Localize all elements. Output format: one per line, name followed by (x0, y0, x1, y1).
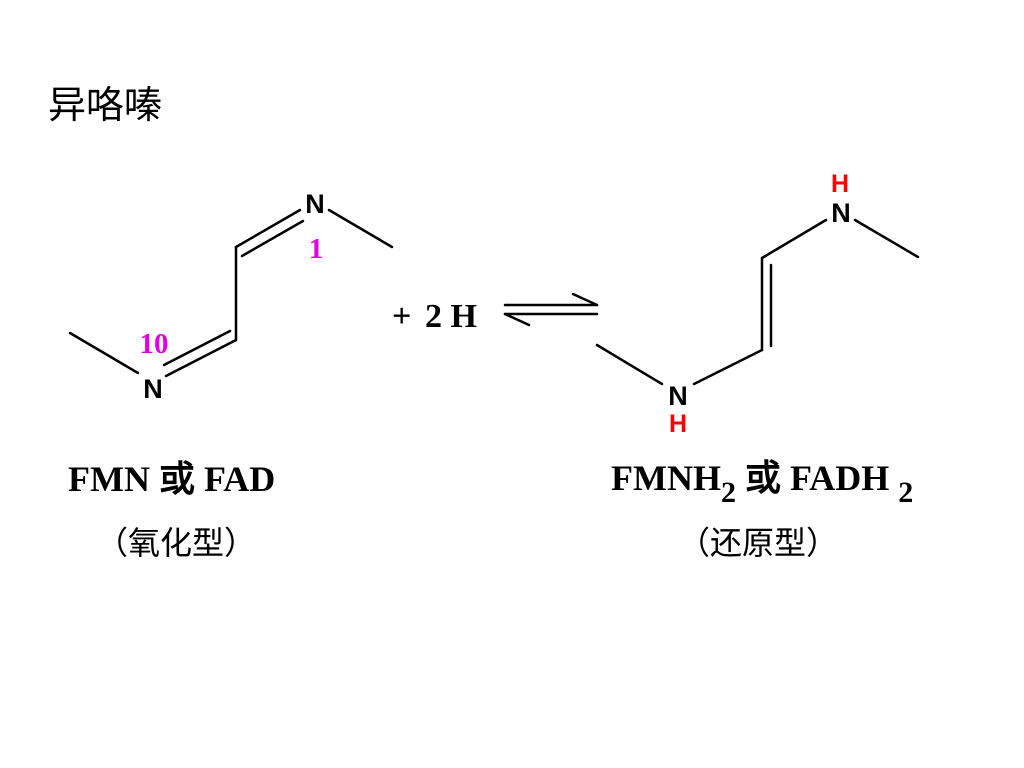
hydrogen-bottom: H (669, 410, 687, 438)
bond-n10-c-double-inner (162, 329, 232, 367)
forward-arrow-head (571, 292, 599, 307)
reagent-2h: 2 H (425, 298, 477, 335)
oxidized-form-label: （氧化型） (96, 524, 256, 562)
bond-n10-c-double-outer (164, 338, 238, 378)
bond-n1-methyl (327, 208, 394, 249)
oxidized-caption: FMN 或 FAD (68, 459, 275, 499)
reduced-caption: FMNH2 或 FADH 2 (611, 458, 913, 509)
hydrogen-top: H (831, 170, 849, 198)
bond-methyl-n10 (68, 331, 140, 375)
slide-title: 异咯嗪 (48, 83, 162, 127)
bond-c-nh-top (760, 218, 828, 260)
oxidized-structure: N N 1 10 (68, 189, 394, 404)
bond-c-n1-double-inner (240, 219, 305, 258)
bond-nh-c (692, 348, 764, 386)
reduced-caption-sub: 2 (721, 476, 736, 509)
position-label-1: 1 (309, 233, 324, 265)
bond-nh-methyl (853, 218, 920, 259)
reduced-caption-fmnh: FMNH (611, 458, 721, 498)
atom-n-top: N (831, 198, 851, 228)
bond-c-n1-double-outer (234, 208, 302, 249)
atom-n10: N (143, 374, 163, 404)
reverse-arrow-head (503, 312, 531, 327)
reduced-form-label: （还原型） (678, 524, 838, 562)
reaction-conditions: + 2 H (392, 298, 477, 335)
bond-methyl-nh-bottom (595, 343, 664, 386)
plus-sign: + (392, 298, 411, 335)
atom-n1: N (305, 189, 325, 219)
atom-n-bottom: N (668, 381, 688, 411)
reduced-caption-mid: 或 FADH (736, 458, 898, 498)
reduced-caption-sub2: 2 (898, 476, 913, 509)
position-label-10: 10 (140, 328, 169, 360)
reduced-structure: H N N H (595, 170, 920, 438)
equilibrium-arrow (503, 292, 599, 327)
